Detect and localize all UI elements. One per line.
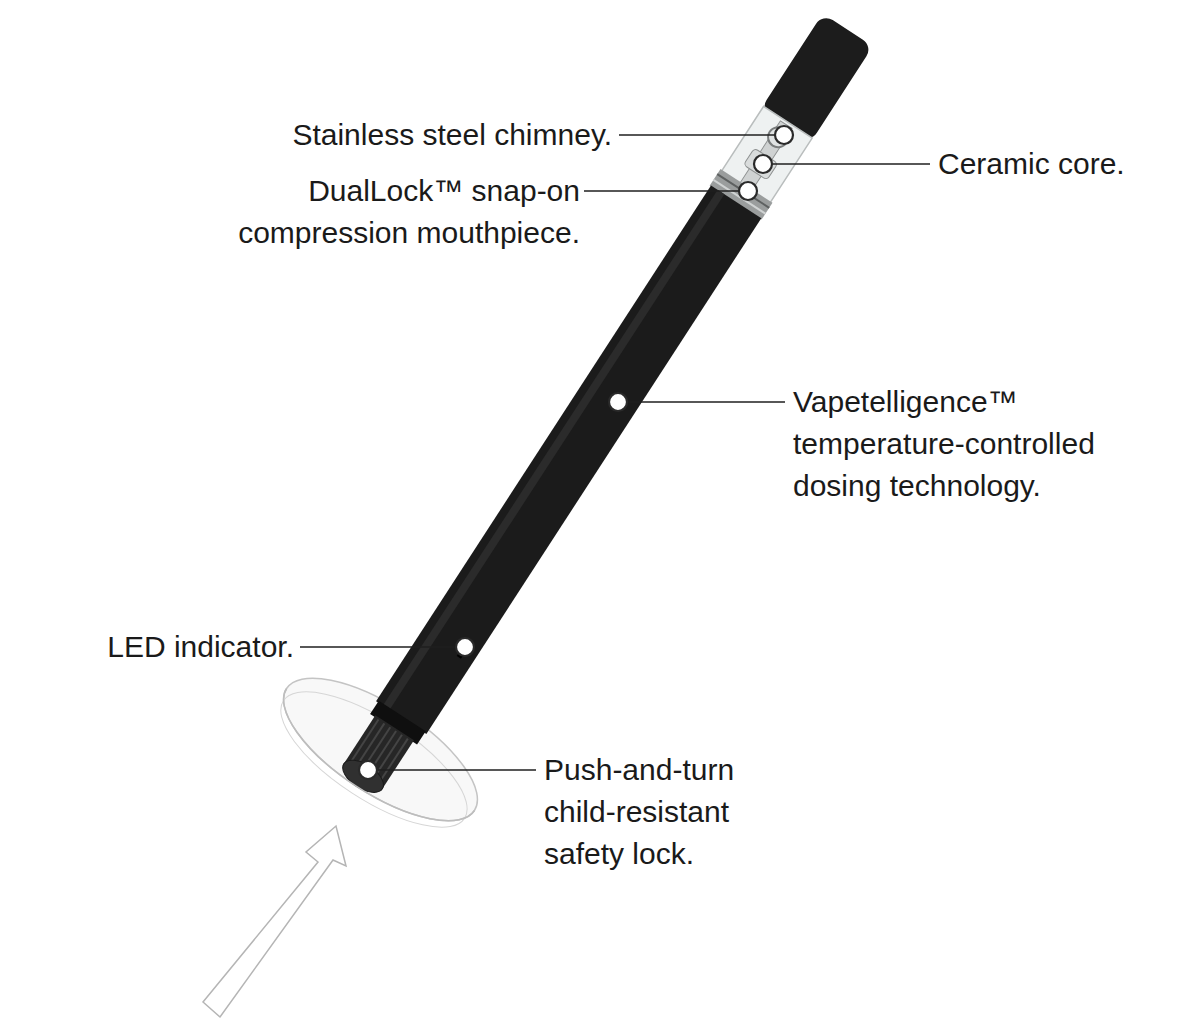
battery-body (376, 185, 761, 733)
part-label: Push-and-turn child-resistant safety loc… (544, 749, 784, 875)
ceramic-core (743, 148, 777, 180)
part-label: Ceramic core. (938, 143, 1188, 185)
part-label: Stainless steel chimney. (192, 114, 612, 156)
body-highlight (383, 190, 725, 710)
chimney (740, 121, 793, 192)
push-arrow (203, 826, 346, 1017)
part-label: DualLock™ snap-on compression mouthpiece… (190, 170, 580, 254)
rotation-ring-inner (262, 667, 487, 852)
part-label: Vapetelligence™ temperature-controlled d… (793, 381, 1133, 507)
part-label: LED indicator. (14, 626, 294, 668)
rotation-ring (263, 652, 499, 848)
cap-face (337, 754, 389, 799)
rotation-ring-front (263, 688, 475, 847)
